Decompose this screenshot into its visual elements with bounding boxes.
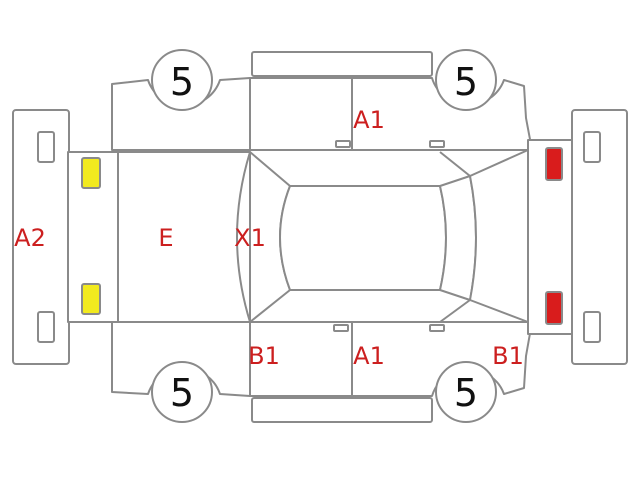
rear-light-top: [545, 147, 563, 181]
lower-door-handle-front: [333, 324, 349, 332]
rear-bumper-slot-top: [583, 131, 601, 163]
rear-light-bottom: [545, 291, 563, 325]
rear-bumper-slot-bottom: [583, 311, 601, 343]
lower-roof-rail: [251, 397, 433, 423]
roof-panel: [279, 185, 447, 291]
label-hood: E: [158, 224, 173, 252]
label-front-bumper: A2: [14, 224, 46, 252]
front-bumper-slot-top: [37, 131, 55, 163]
rear-window: [439, 175, 477, 301]
tail-panel: [527, 139, 573, 335]
tire-front-left: 5: [151, 49, 213, 111]
label-right-doors: A1: [353, 106, 385, 134]
tire-front-right-grade: 5: [170, 371, 194, 415]
upper-door-handle-rear: [429, 140, 445, 148]
tire-rear-right-grade: 5: [454, 371, 478, 415]
lower-door-handle-rear: [429, 324, 445, 332]
upper-door-handle-front: [335, 140, 351, 148]
tire-rear-left-grade: 5: [454, 60, 478, 104]
upper-roof-rail: [251, 51, 433, 77]
label-left-doors: A1: [353, 342, 385, 370]
label-front-left-fender: B1: [248, 342, 280, 370]
tire-front-right: 5: [151, 361, 213, 423]
front-bumper-slot-bottom: [37, 311, 55, 343]
front-light-top: [81, 157, 101, 189]
tire-rear-right: 5: [435, 361, 497, 423]
label-windshield-pillar: X1: [234, 224, 266, 252]
rear-deck: [469, 149, 529, 323]
label-rear-left-fender: B1: [492, 342, 524, 370]
tire-rear-left: 5: [435, 49, 497, 111]
tire-front-left-grade: 5: [170, 60, 194, 104]
car-outline: [12, 51, 628, 423]
front-light-bottom: [81, 283, 101, 315]
